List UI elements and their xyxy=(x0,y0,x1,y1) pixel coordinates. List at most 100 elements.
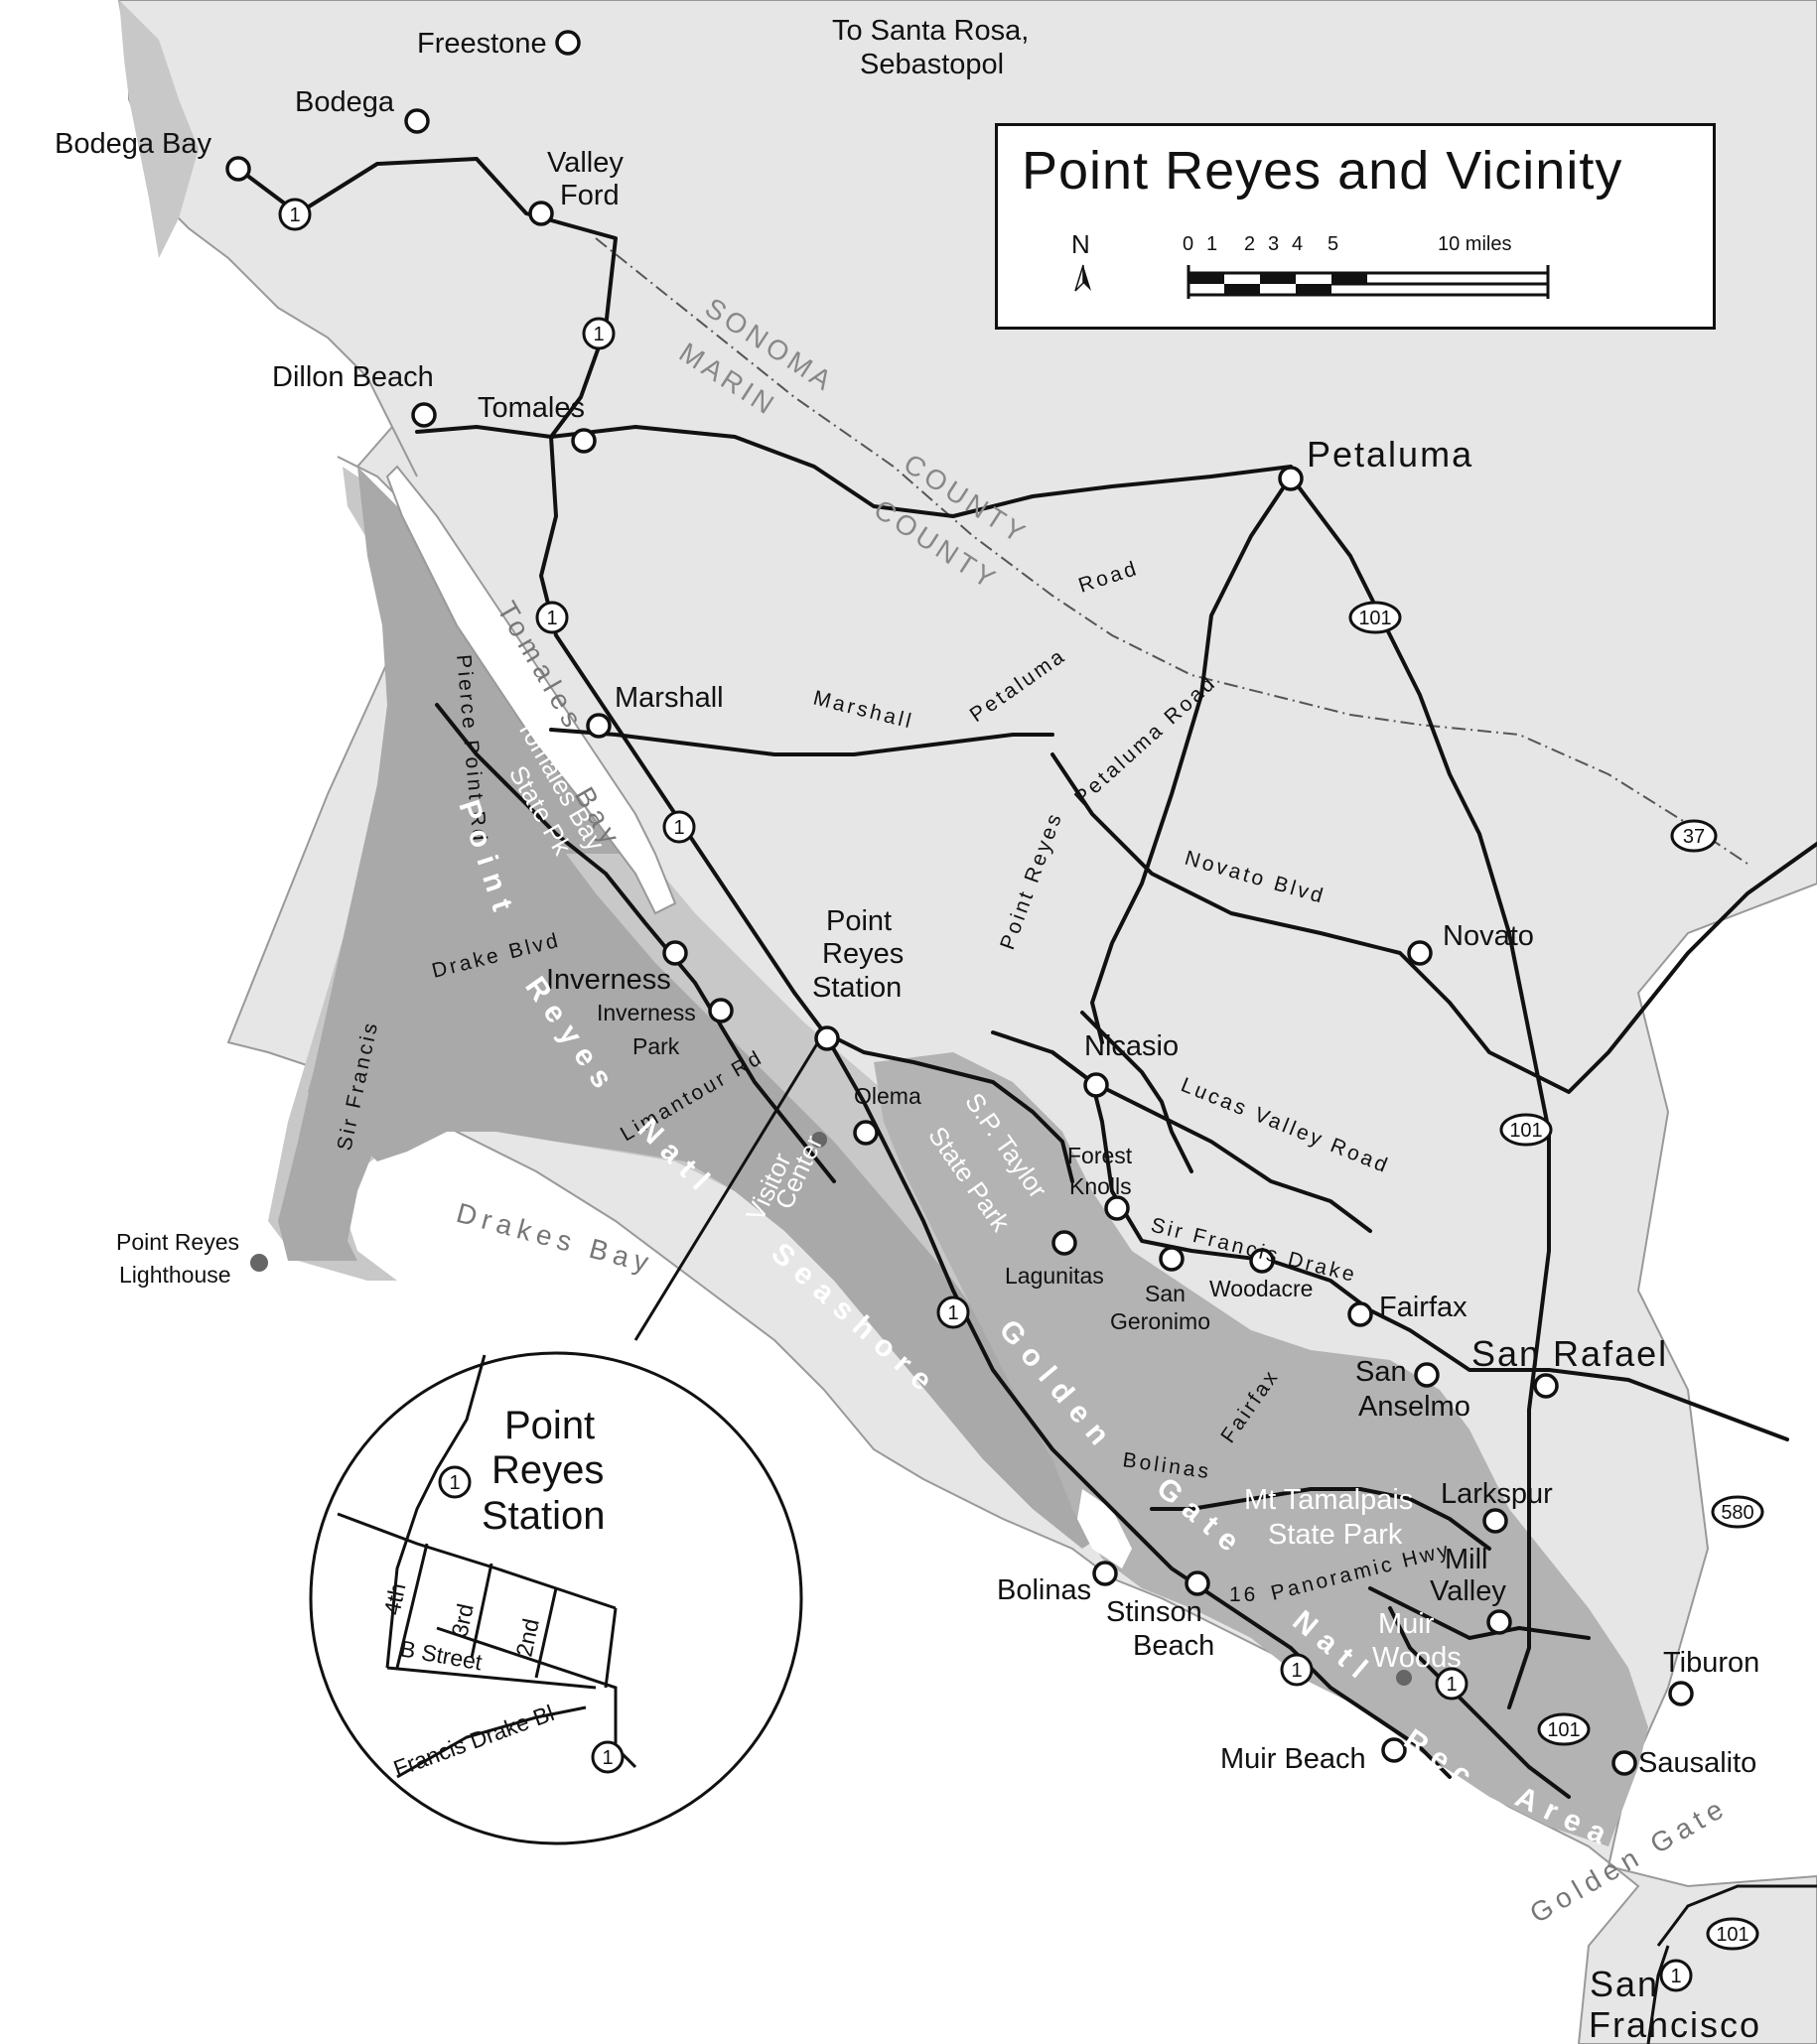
shield-1-f-label: 1 xyxy=(1291,1660,1302,1682)
shield-101-a xyxy=(1348,601,1402,634)
label-forest: Forest xyxy=(1067,1143,1133,1168)
label-san-geronimo-2: Geronimo xyxy=(1110,1308,1210,1334)
shield-37-label: 37 xyxy=(1683,826,1705,848)
label-inverness: Inverness xyxy=(546,964,671,996)
scale-tick-3: 3 xyxy=(1268,233,1280,255)
label-prs-2: Reyes xyxy=(822,938,904,970)
label-olema: Olema xyxy=(854,1083,921,1109)
town-dot-dillon-beach xyxy=(411,402,437,428)
natl-seashore-area xyxy=(308,675,1112,1549)
shield-101-d xyxy=(1706,1917,1759,1951)
label-fairfax: Fairfax xyxy=(1379,1292,1468,1323)
label-francisco: Francisco xyxy=(1589,2004,1761,2044)
label-ford: Ford xyxy=(560,180,620,211)
town-dot-forest-knolls xyxy=(1104,1195,1130,1221)
town-dot-petaluma xyxy=(1278,466,1304,491)
town-dot-sausalito xyxy=(1611,1750,1637,1776)
label-woodacre: Woodacre xyxy=(1209,1276,1313,1301)
scale-bar xyxy=(1187,265,1550,299)
north-arrow-icon xyxy=(1074,264,1091,292)
shield-101-a-label: 101 xyxy=(1358,608,1391,629)
highway-shields: 1 1 1 1 1 1 1 1 101 101 101 101 37 580 xyxy=(278,198,1764,1992)
town-dot-marshall xyxy=(586,713,612,739)
shield-1-e xyxy=(936,1295,970,1329)
muir-woods-dot xyxy=(1396,1670,1412,1686)
shield-1-g-label: 1 xyxy=(1446,1674,1457,1696)
shield-580-label: 580 xyxy=(1721,1502,1753,1524)
town-dot-nicasio xyxy=(1083,1072,1109,1098)
label-to-santa-rosa: To Santa Rosa, xyxy=(832,15,1029,47)
town-dot-prs xyxy=(814,1025,840,1051)
scale-tick-5: 5 xyxy=(1328,233,1339,255)
label-mt-tam-2: State Park xyxy=(1268,1519,1403,1551)
shield-101-d-label: 101 xyxy=(1716,1924,1748,1946)
shield-1-a-label: 1 xyxy=(289,204,300,226)
shield-1-g xyxy=(1435,1667,1468,1701)
label-lighthouse-1: Point Reyes xyxy=(116,1229,239,1255)
shield-1-c-label: 1 xyxy=(546,608,557,629)
label-stinson: Stinson xyxy=(1106,1596,1202,1628)
county-line xyxy=(595,237,1748,865)
inset-title-3: Station xyxy=(482,1494,606,1538)
town-labels: Freestone To Santa Rosa, Sebastopol Bode… xyxy=(55,15,1761,2044)
town-dot-larkspur xyxy=(1482,1508,1508,1534)
inset-shield-bottom-label: 1 xyxy=(602,1747,613,1769)
label-beach: Beach xyxy=(1133,1630,1214,1662)
scale-tick-1: 1 xyxy=(1206,233,1218,255)
town-dot-tiburon xyxy=(1668,1681,1694,1706)
label-16: 16 xyxy=(1229,1583,1258,1606)
shield-101-c xyxy=(1537,1712,1591,1746)
scale-tick-4: 4 xyxy=(1292,233,1304,255)
label-novato: Novato xyxy=(1443,920,1534,952)
town-dot-san-geronimo xyxy=(1159,1246,1185,1272)
town-dot-san-rafael xyxy=(1533,1373,1559,1399)
label-san: San xyxy=(1590,1964,1659,2004)
label-san-geronimo-1: San xyxy=(1145,1281,1186,1306)
label-mill: Mill xyxy=(1445,1544,1488,1575)
shield-1-b xyxy=(582,317,616,350)
town-dot-bodega-bay xyxy=(225,156,251,182)
label-san-anselmo-2: Anselmo xyxy=(1358,1391,1470,1423)
town-dot-san-anselmo xyxy=(1414,1362,1440,1388)
town-dot-olema xyxy=(853,1120,879,1146)
inset-title-2: Reyes xyxy=(491,1448,604,1492)
label-lighthouse-2: Lighthouse xyxy=(119,1262,231,1288)
label-lagunitas: Lagunitas xyxy=(1005,1263,1104,1289)
shield-1-a xyxy=(278,198,312,231)
shield-1-b-label: 1 xyxy=(593,324,604,345)
label-mt-tam-1: Mt Tamalpais xyxy=(1244,1484,1413,1516)
town-dot-inverness-park xyxy=(708,998,734,1023)
inset-title-1: Point xyxy=(504,1404,595,1447)
shield-1-e-label: 1 xyxy=(947,1302,958,1324)
label-valley-mill: Valley xyxy=(1430,1575,1506,1607)
scale-tick-2: 2 xyxy=(1244,233,1256,255)
shield-1-h xyxy=(1659,1959,1693,1992)
label-bolinas: Bolinas xyxy=(997,1574,1091,1606)
town-dot-stinson xyxy=(1185,1570,1210,1596)
tomales-bay xyxy=(385,465,677,915)
town-dot-valley-ford xyxy=(528,201,554,226)
shield-1-c xyxy=(535,601,569,634)
town-dot-woodacre xyxy=(1249,1248,1275,1274)
label-valley: Valley xyxy=(547,147,624,179)
label-sebastopol: Sebastopol xyxy=(860,49,1004,80)
shield-1-h-label: 1 xyxy=(1670,1966,1681,1987)
label-inverness-park-1: Inverness xyxy=(597,1000,696,1025)
label-woods: Woods xyxy=(1372,1642,1462,1674)
label-sausalito: Sausalito xyxy=(1638,1747,1756,1779)
town-dot-tomales xyxy=(571,428,597,454)
shield-580 xyxy=(1711,1495,1764,1529)
scale-tick-10: 10 miles xyxy=(1438,233,1512,255)
label-tiburon: Tiburon xyxy=(1663,1647,1759,1679)
bodega-harbor xyxy=(119,0,199,258)
inset-shield-top xyxy=(438,1465,472,1499)
shield-1-d xyxy=(662,810,696,844)
label-larkspur: Larkspur xyxy=(1441,1478,1553,1510)
town-dot-fairfax xyxy=(1347,1301,1373,1327)
label-marshall: Marshall xyxy=(615,682,724,714)
scale-tick-0: 0 xyxy=(1183,233,1194,255)
label-freestone: Freestone xyxy=(417,28,547,60)
label-dillon-beach: Dillon Beach xyxy=(272,361,434,393)
north-label: N xyxy=(1071,229,1090,259)
